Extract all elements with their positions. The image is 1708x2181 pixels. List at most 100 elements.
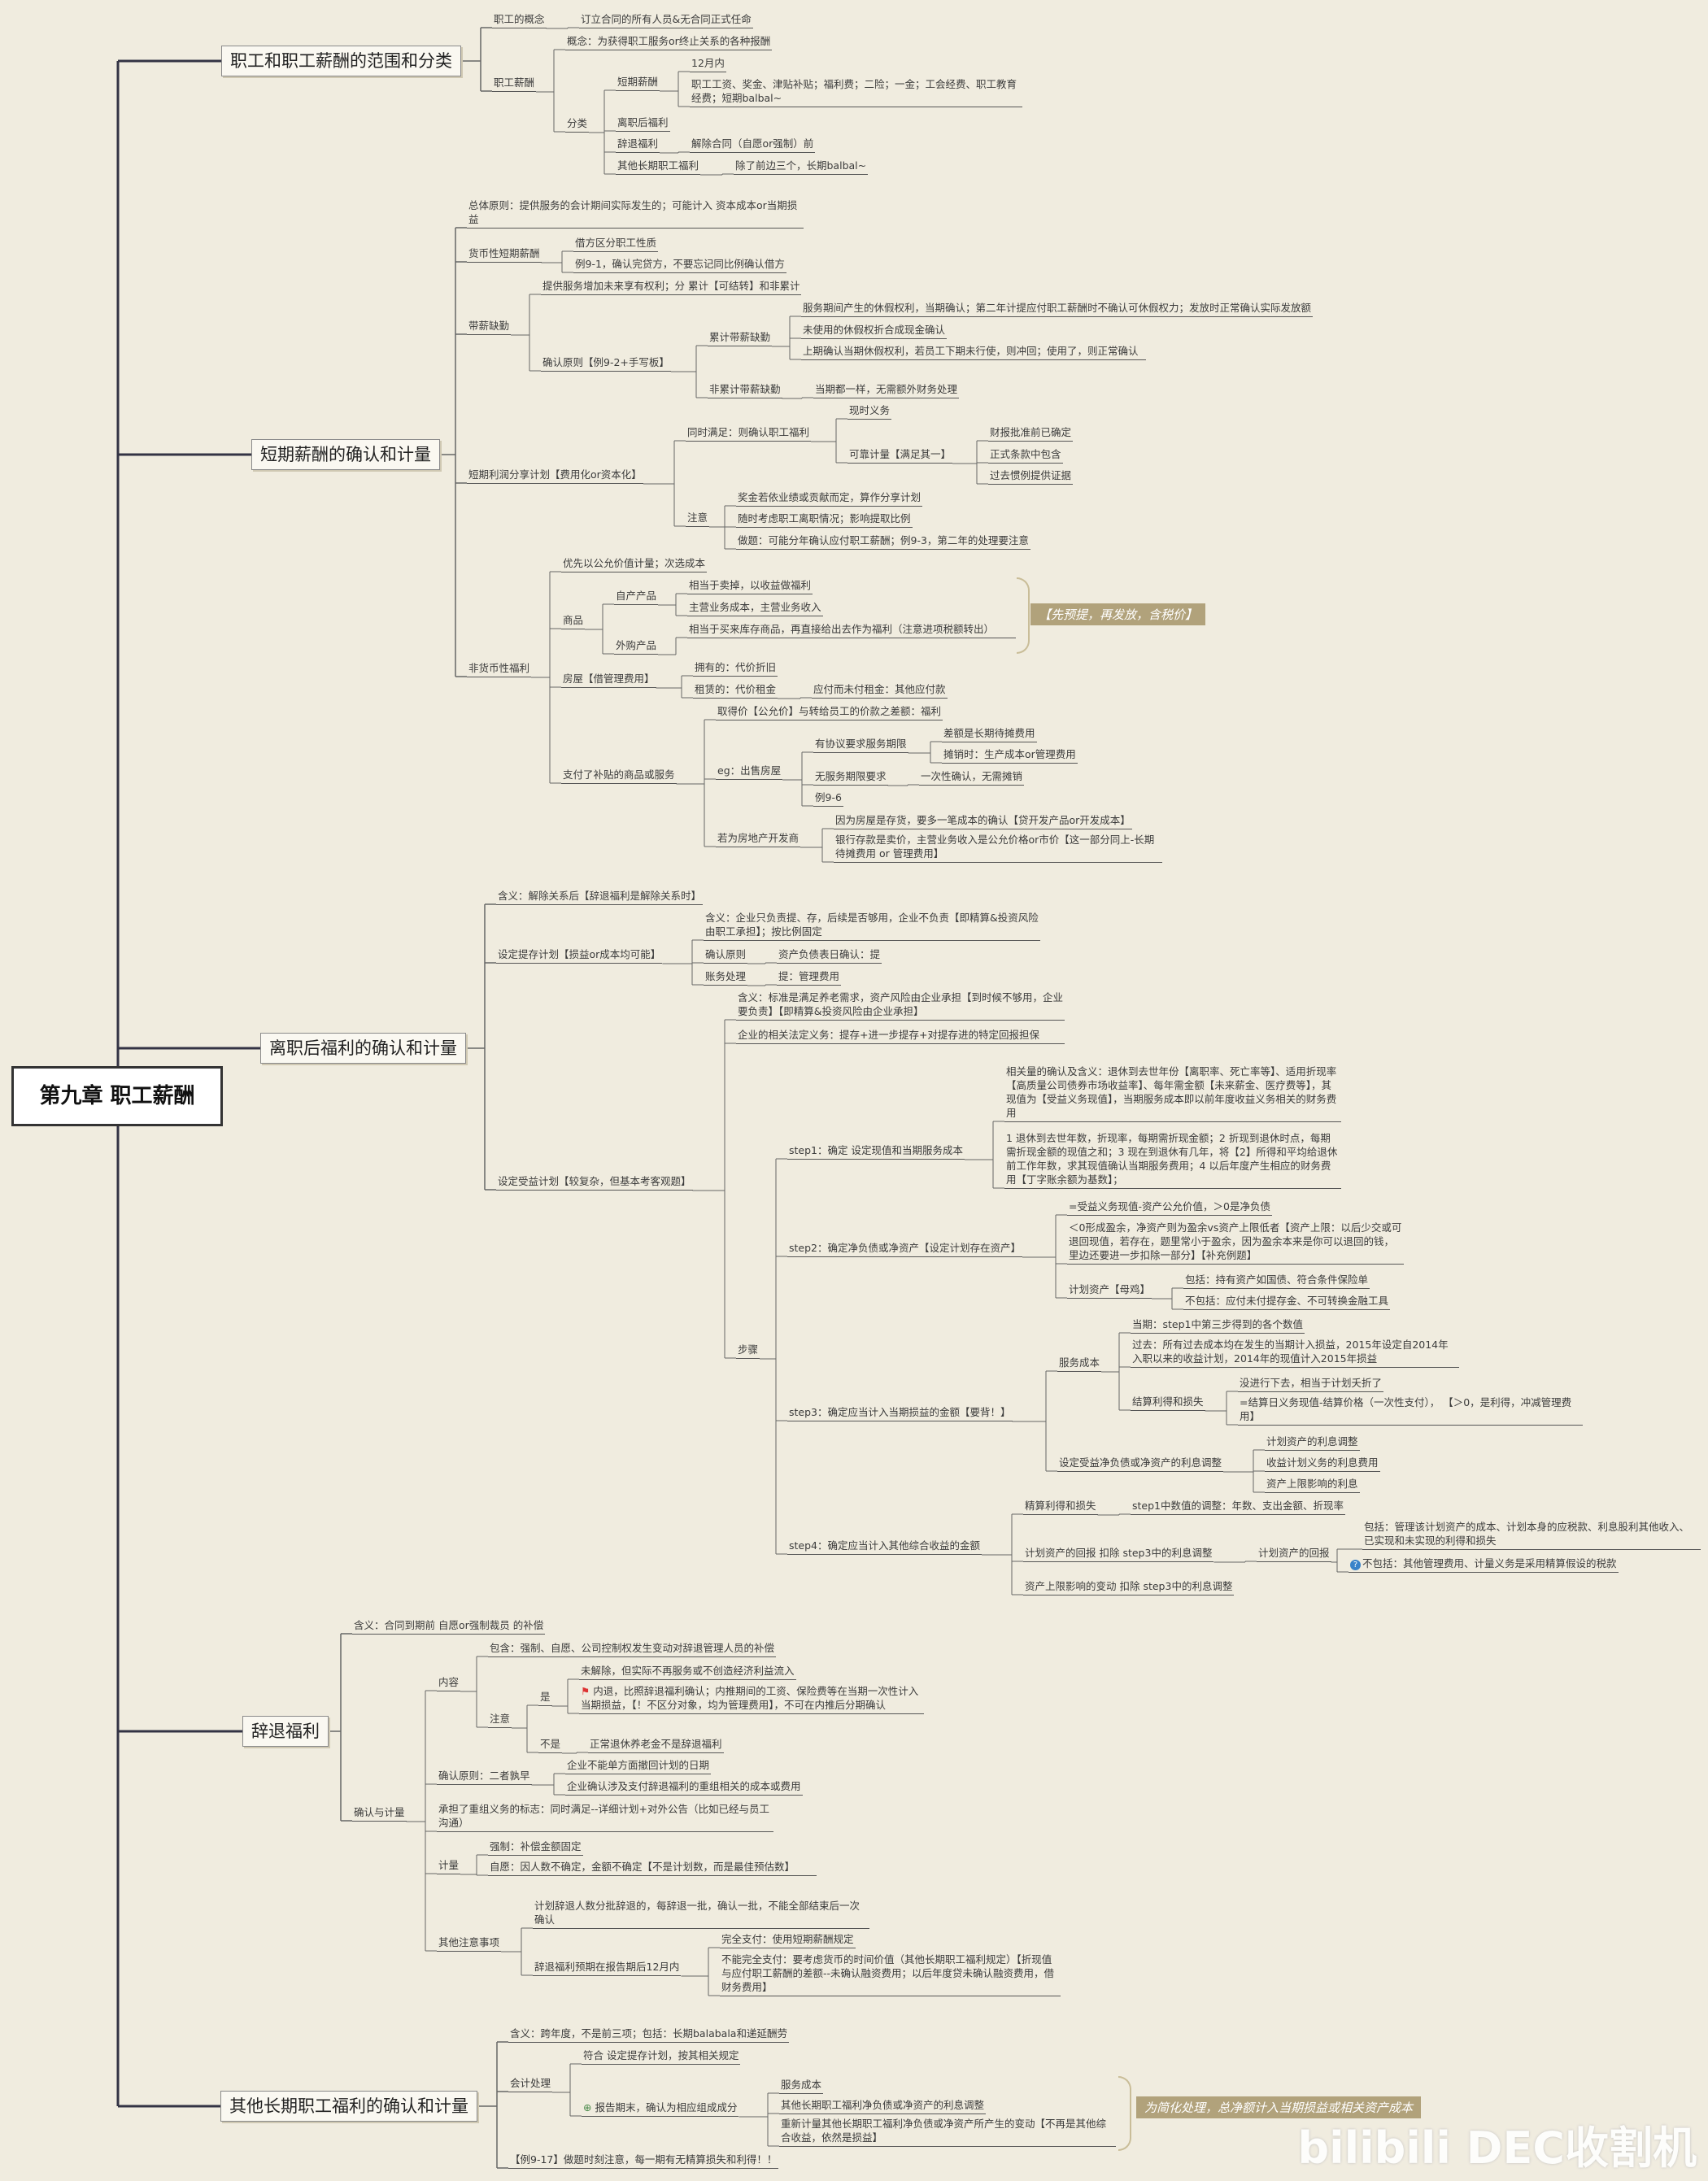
node-3-s2[interactable]: step2：确定净负债或净资产【设定计划存在资产】 [787,1241,1022,1257]
node-2-e4c2[interactable]: 银行存款是卖价，主营业务收入是公允价格or市价【这一部分同上-长期待摊费用 or… [834,833,1162,863]
node-3-c2[interactable]: 企业的相关法定义务：提存+进一步提存+对提存进的特定回报担保 [736,1028,1065,1044]
node-2-e[interactable]: 非货币性福利 [467,661,532,677]
node-3-b[interactable]: 设定提存计划【损益or成本均可能】 [496,947,663,964]
topic-1[interactable]: 职工和职工薪酬的范围和分类 [221,46,461,76]
node-2-e4b[interactable]: eg：出售房屋 [716,764,783,780]
topic-3[interactable]: 离职后福利的确认和计量 [260,1033,466,1064]
topic-5[interactable]: 其他长期职工福利的确认和计量 [220,2091,477,2122]
node-4-b4a[interactable]: 强制：补偿金额固定 [488,1839,583,1856]
node-1-s4a[interactable]: 除了前边三个，长期balbal~ [734,159,869,175]
node-2-e4c[interactable]: 若为房地产开发商 [716,831,801,847]
node-3-s3[interactable]: step3：确定应当计入当期损益的金额【要背！】 [787,1405,1013,1421]
node-3-a[interactable]: 含义：解除关系后【辞退福利是解除关系时】 [496,889,704,905]
node-5-b1[interactable]: 符合 设定提存计划，按其相关规定 [582,2048,741,2065]
node-3-c3[interactable]: 步骤 [736,1343,760,1359]
node-2-d2c[interactable]: 做题：可能分年确认应付职工薪酬；例9-3，第二年的处理要注意 [736,533,1030,550]
node-4-b5a[interactable]: 计划辞退人数分批辞退的，每辞退一批，确认一批，不能全部结束后一次确认 [533,1899,869,1929]
node-2-e4c1[interactable]: 因为房屋是存货，要多一笔成本的确认【贷开发产品or开发成本】 [834,813,1132,829]
node-2-a[interactable]: 总体原则：提供服务的会计期间实际发生的；可能计入 资本成本or当期损益 [467,198,804,229]
node-2-e3b1[interactable]: 应付而未付租金：其他应付款 [812,682,948,699]
node-3-s3b1[interactable]: 没进行下去，相当于计划夭折了 [1238,1376,1384,1392]
node-2-e4[interactable]: 支付了补贴的商品或服务 [561,768,677,784]
node-5-b2a[interactable]: 服务成本 [779,2078,824,2094]
node-2-c3b[interactable]: 未使用的休假权折合成现金确认 [801,323,948,339]
node-1-2[interactable]: 职工薪酬 [492,76,537,92]
node-2-c4[interactable]: 非累计带薪缺勤 [708,382,782,398]
node-2-d1b[interactable]: 可靠计量【满足其一】 [847,447,953,464]
node-4-b5b1[interactable]: 完全支付：使用短期薪酬规定 [720,1932,856,1948]
node-2-e2b[interactable]: 外购产品 [614,638,659,655]
node-2-b[interactable]: 货币性短期薪酬 [467,246,542,263]
node-5-b2c[interactable]: 重新计量其他长期职工福利净负债或净资产所产生的变动【不再是其他综合收益，依然是损… [779,2117,1116,2147]
node-2-e4b3[interactable]: 例9-6 [813,790,843,807]
node-2-c4a[interactable]: 当期都一样，无需额外财务处理 [813,382,960,398]
node-4-b1[interactable]: 内容 [437,1675,461,1691]
node-4-b[interactable]: 确认与计量 [352,1805,407,1822]
node-2-b2[interactable]: 例9-1，确认完贷方，不要忘记同比例确认借方 [573,257,786,273]
node-3-b3[interactable]: 账务处理 [704,969,748,986]
node-3-s4a1[interactable]: step1中数值的调整：年数、支出金额、折现率 [1131,1499,1345,1515]
node-4-b2[interactable]: 确认原则：二者孰早 [437,1769,532,1785]
node-4-b1b2[interactable]: 不是 [538,1737,563,1753]
node-4-b1a[interactable]: 包含：强制、自愿、公司控制权发生变动对辞退管理人员的补偿 [488,1641,777,1657]
node-2-e2a1[interactable]: 相当于卖掉，以收益做福利 [687,578,813,594]
node-2-e2a2[interactable]: 主营业务成本，主营业务收入 [687,600,823,616]
node-3-s4[interactable]: step4：确定应当计入其他综合收益的金额 [787,1539,982,1555]
node-1-1[interactable]: 职工的概念 [492,12,547,28]
node-3-s2a[interactable]: =受益义务现值-资产公允价值，＞0是净负债 [1067,1199,1272,1216]
node-3-s4b1[interactable]: 计划资产的回报 [1257,1546,1331,1562]
node-4-b2a[interactable]: 企业不能单方面撤回计划的日期 [565,1758,712,1774]
node-2-e4a[interactable]: 取得价【公允价】与转给员工的价款之差额：福利 [716,704,943,720]
node-2-d1[interactable]: 同时满足：则确认职工福利 [686,425,812,442]
node-3-b2a[interactable]: 资产负债表日确认：提 [777,947,882,964]
node-2-c3c[interactable]: 上期确认当期休假权利，若员工下期未行使，则冲回；使用了，则正常确认 [801,344,1146,360]
node-2-d2[interactable]: 注意 [686,511,710,527]
node-2-d2a[interactable]: 奖金若依业绩或贡献而定，算作分享计划 [736,490,923,507]
node-1-s3[interactable]: 辞退福利 [616,137,660,153]
node-1-s2[interactable]: 离职后福利 [616,115,670,132]
root-topic[interactable]: 第九章 职工薪酬 [11,1066,223,1126]
node-2-b1[interactable]: 借方区分职工性质 [573,236,659,252]
node-5-c[interactable]: 【例9-17】做题时刻注意，每一期有无精算损失和利得！！ [508,2153,779,2169]
node-3-s3c3[interactable]: 资产上限影响的利息 [1265,1477,1360,1493]
node-4-b1b2a[interactable]: 正常退休养老金不是辞退福利 [588,1737,724,1753]
node-4-b5b[interactable]: 辞退福利预期在报告期后12月内 [533,1960,682,1976]
node-1-s1a[interactable]: 12月内 [690,56,726,72]
node-3-s1b[interactable]: 1 退休到去世年数，折现率，每期需折现金额；2 折现到退休时点，每期需折现金额的… [1004,1131,1341,1189]
node-3-s4a[interactable]: 精算利得和损失 [1023,1499,1098,1515]
node-1-s1b[interactable]: 职工工资、奖金、津贴补贴；福利费；二险；一金；工会经费、职工教育经费；短期bal… [690,77,1022,107]
node-2-e2a[interactable]: 自产产品 [614,589,659,605]
node-4-b1b1[interactable]: 是 [538,1690,552,1706]
node-4-b5[interactable]: 其他注意事项 [437,1935,502,1952]
node-2-c3[interactable]: 累计带薪缺勤 [708,330,773,346]
node-2-e4b2[interactable]: 无服务期限要求 [813,769,888,786]
node-3-s2c1[interactable]: 包括：持有资产如国债、符合条件保险单 [1183,1273,1370,1289]
node-1-s1[interactable]: 短期薪酬 [616,75,660,91]
topic-4[interactable]: 辞退福利 [242,1716,329,1747]
node-3-s3c[interactable]: 设定受益净负债或净资产的利息调整 [1057,1456,1224,1472]
node-2-e1[interactable]: 优先以公允价值计量；次选成本 [561,556,708,572]
node-2-d1b2[interactable]: 正式条款中包含 [988,447,1063,464]
node-2-d1b1[interactable]: 财报批准前已确定 [988,425,1074,442]
node-2-e4b1a[interactable]: 差额是长期待摊费用 [942,726,1037,742]
node-3-s3c1[interactable]: 计划资产的利息调整 [1265,1434,1360,1451]
node-3-b3a[interactable]: 提：管理费用 [777,969,842,986]
topic-2[interactable]: 短期薪酬的确认和计量 [251,439,440,470]
node-4-b4[interactable]: 计量 [437,1858,461,1874]
node-4-a[interactable]: 含义：合同到期前 自愿or强制裁员 的补偿 [352,1618,546,1635]
node-3-s4b1a[interactable]: 包括：管理该计划资产的成本、计划本身的应税款、利息股利其他收入、已实现和未实现的… [1362,1520,1701,1550]
node-2-d1b3[interactable]: 过去惯例提供证据 [988,468,1074,485]
node-2-d2b[interactable]: 随时考虑职工离职情况；影响提取比例 [736,512,913,528]
node-2-e4b1b[interactable]: 摊销时：生产成本or管理费用 [942,747,1078,764]
node-5-b2[interactable]: ⊕ 报告期末，确认为相应组成成分 [582,2100,739,2117]
node-3-b2[interactable]: 确认原则 [704,947,748,964]
node-2-e3[interactable]: 房屋【借管理费用】 [561,672,656,688]
node-3-c1[interactable]: 含义：标准是满足养老需求，资产风险由企业承担【到时候不够用，企业要负责】【即精算… [736,990,1065,1021]
node-2-d[interactable]: 短期利润分享计划【费用化or资本化】 [467,468,643,484]
node-3-s1a[interactable]: 相关量的确认及含义：退休到去世年份【离职率、死亡率等】、适用折现率【高质量公司债… [1004,1064,1341,1122]
node-4-b1b1a[interactable]: 未解除，但实际不再服务或不创造经济利益流入 [579,1664,796,1680]
node-3-s3b2[interactable]: =结算日义务现值-结算价格（一次性支付）， 【＞0，是利得，冲减管理费用】 [1238,1395,1583,1426]
node-2-e2b1[interactable]: 相当于买来库存商品，再直接给出去作为福利（注意进项税额转出） [687,622,1016,638]
node-2-d1a[interactable]: 现时义务 [847,403,892,420]
node-3-s2b[interactable]: ＜0形成盈余，净资产则为盈余vs资产上限低者【资产上限：以后少交或可退回现值，若… [1067,1221,1404,1265]
